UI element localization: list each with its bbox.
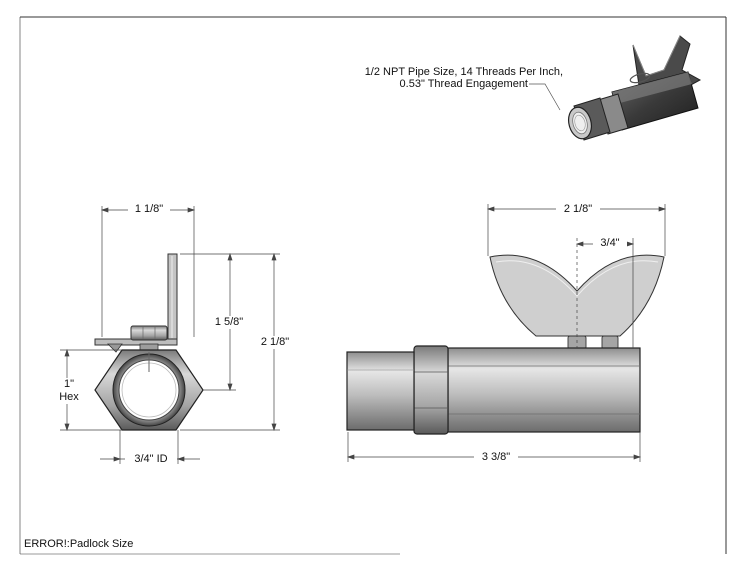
dim-front-height-outer: 2 1/8": [253, 336, 297, 349]
dim-hex-size: 1": [55, 378, 83, 391]
dim-front-width: 1 1/8": [128, 203, 170, 216]
side-view: [346, 254, 665, 435]
callout-leader: [529, 83, 561, 111]
thread-callout-line1: 1/2 NPT Pipe Size, 14 Threads Per Inch,: [364, 66, 563, 78]
side-nut: [413, 345, 449, 435]
isometric-view: [567, 35, 702, 141]
dim-side-overall-length: 3 3/8": [474, 451, 518, 464]
side-sleeve: [346, 351, 415, 431]
dim-inner-diameter: 3/4" ID: [125, 453, 177, 466]
dim-front-height-inner: 1 5/8": [208, 316, 250, 329]
sheet-border: [19, 16, 727, 555]
side-hex-body: [447, 347, 641, 433]
dim-side-top-width: 2 1/8": [556, 203, 600, 216]
dim-hex-label: Hex: [53, 391, 85, 404]
dim-side-offset: 3/4": [593, 237, 627, 250]
thread-callout-line2: 0.53" Thread Engagement: [399, 78, 528, 90]
title-block-label: ERROR!:Padlock Size: [24, 538, 134, 550]
front-cap-nut: [130, 325, 168, 341]
front-view: [94, 253, 204, 431]
